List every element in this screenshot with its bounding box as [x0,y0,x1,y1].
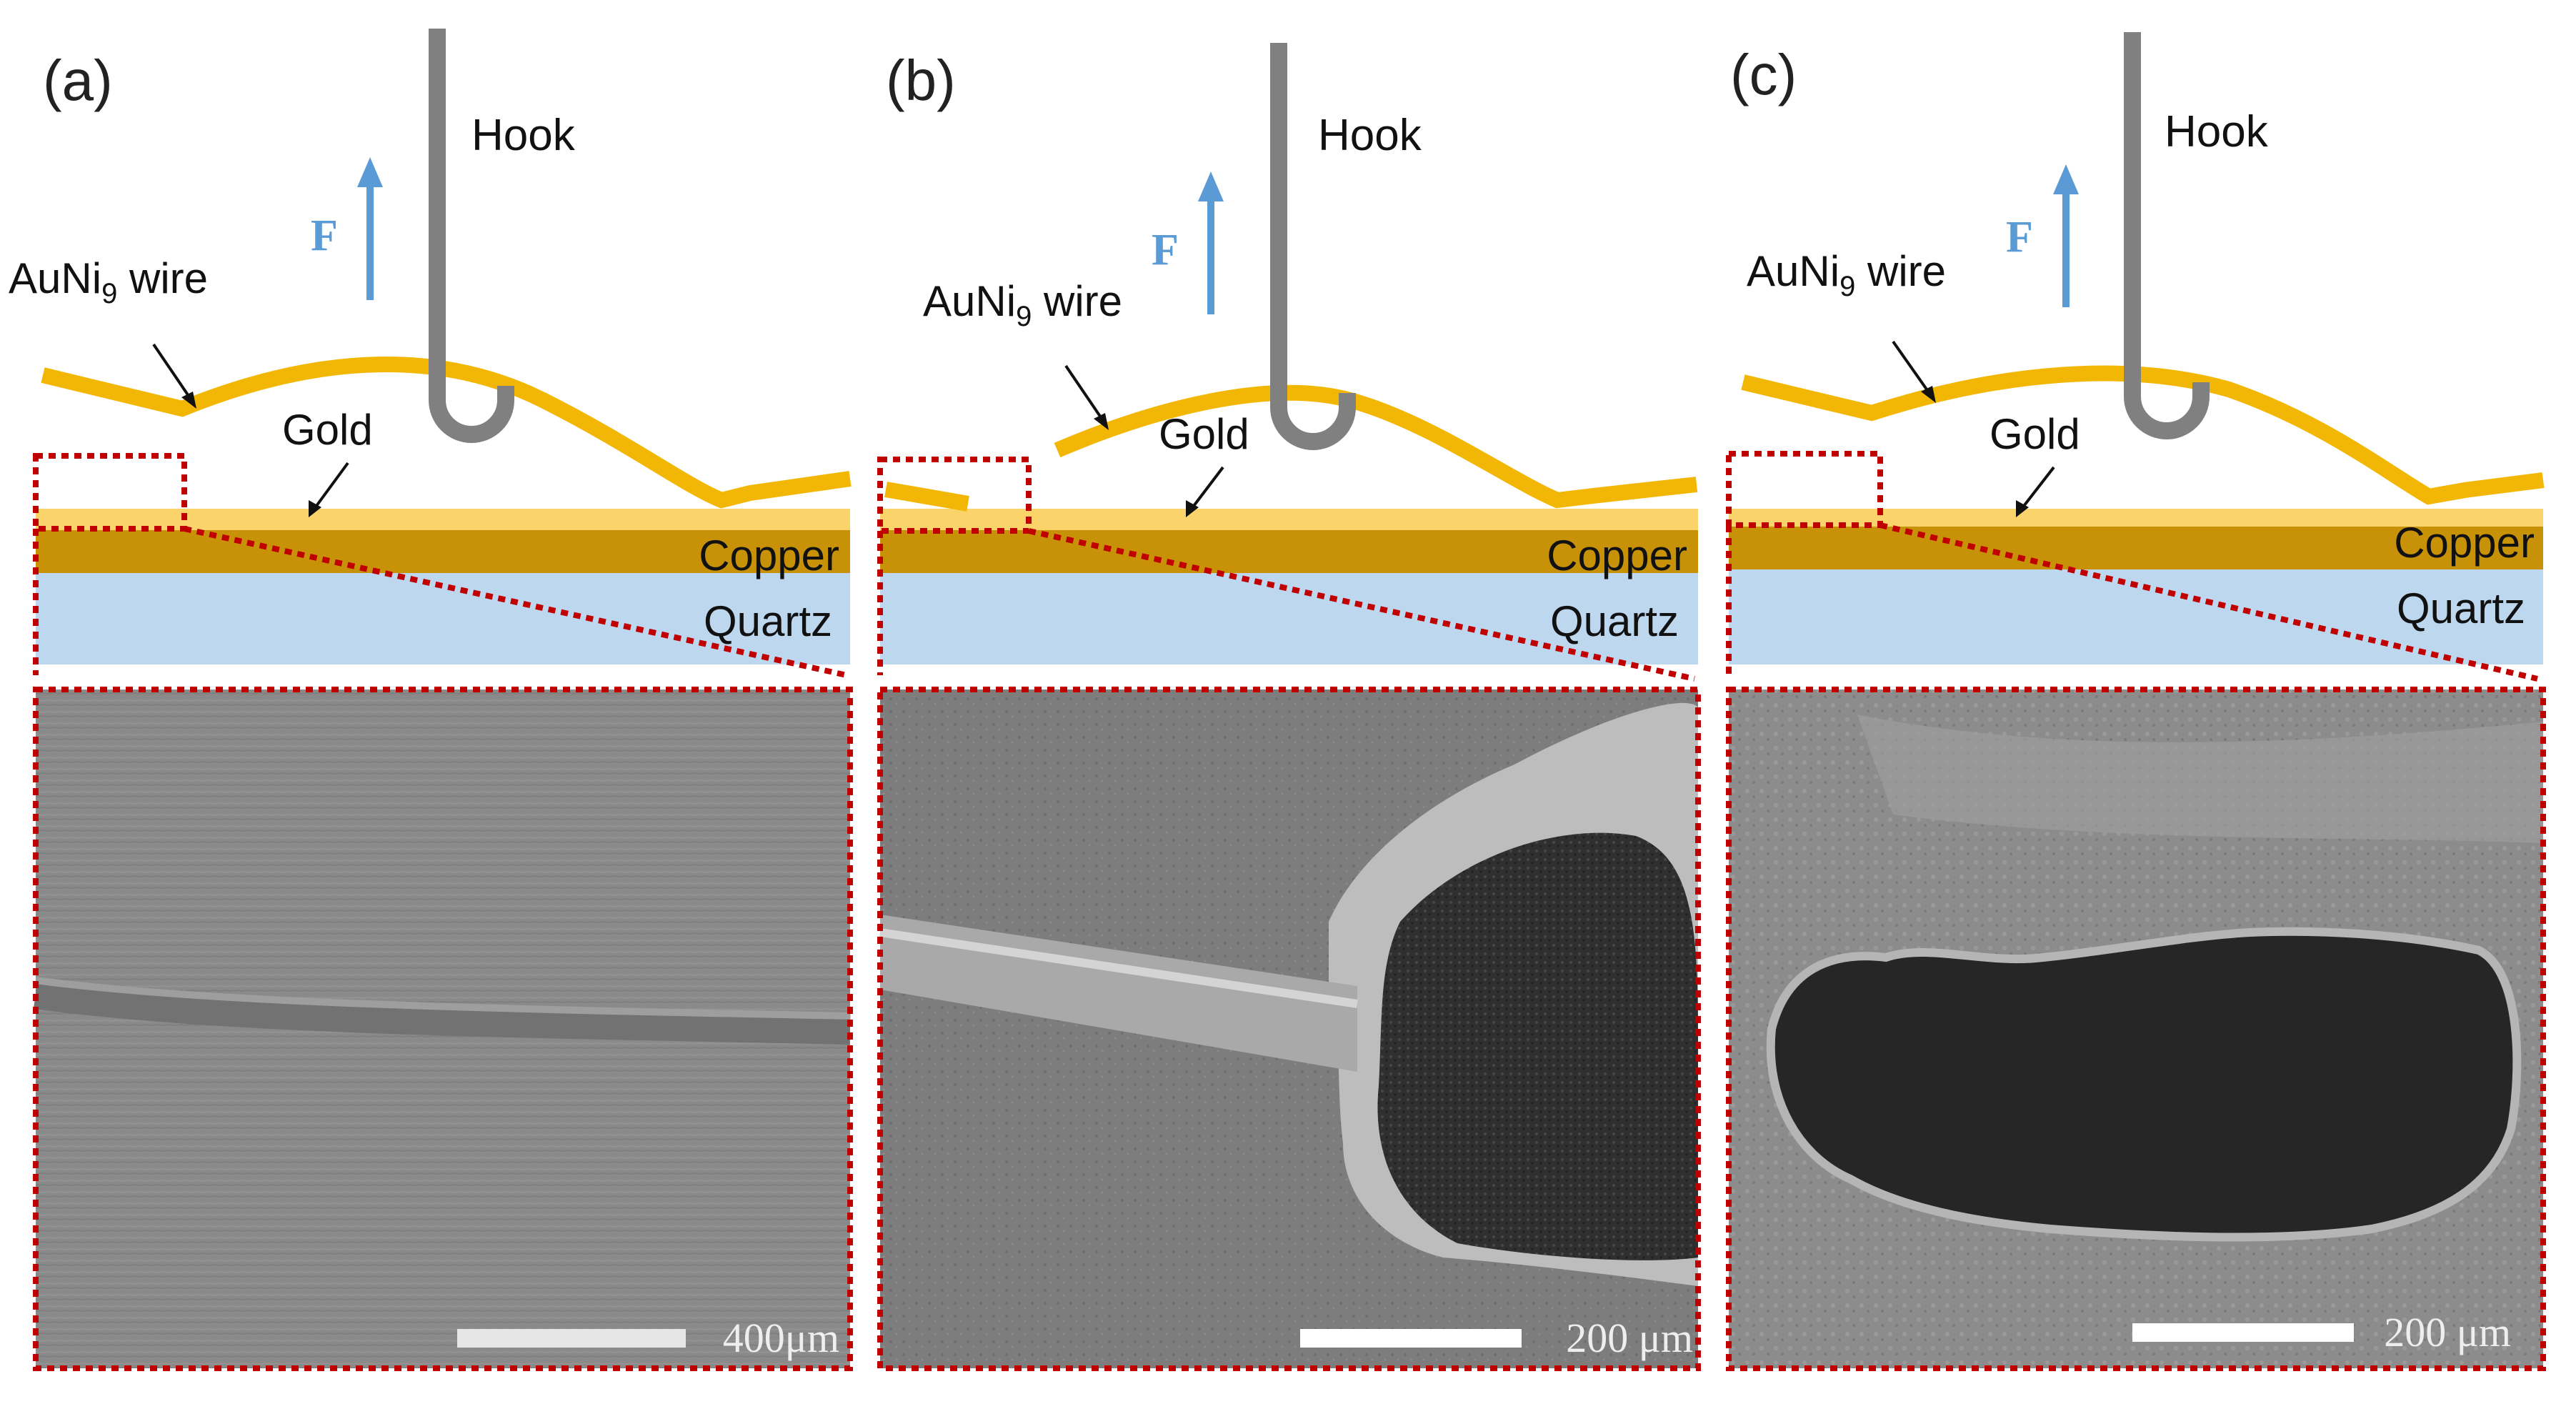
sem-wire-track [33,977,851,1045]
wire-pointer-head [181,392,196,409]
panel-b: (b) Copper Quartz Hook F AuNi9 wire Gold… [877,43,1701,1371]
gold-pointer-head [2016,500,2029,517]
gold-label: Gold [282,406,373,454]
copper-label: Copper [2394,519,2535,567]
wire-label: AuNi9 wire [923,277,1122,332]
force-arrowhead [1198,171,1224,201]
gold-pointer [2020,466,2055,510]
sem-fracture-crater [1377,832,1698,1260]
callout-line-right [184,526,847,678]
copper-layer [36,529,850,573]
force-arrowhead [357,157,383,187]
auni9-wire [1741,365,2545,505]
force-arrowhead [2053,164,2079,194]
panel-label: (c) [1730,43,1797,106]
panel-label: (b) [886,49,956,112]
quartz-label: Quartz [2397,584,2525,632]
hook [2124,32,2210,439]
scale-bar-label: 400μm [723,1315,839,1361]
wire-label: AuNi9 wire [1747,247,1946,302]
wire-pointer-head [1921,386,1936,403]
copper-label: Copper [699,532,839,579]
sem-void-rim [1766,927,2522,1242]
wire-pointer [1892,340,1932,396]
wire-stub [884,482,969,512]
gold-pointer-head [309,500,321,517]
hook-label: Hook [471,111,576,160]
copper-layer [1729,525,2543,569]
hook-label: Hook [1318,111,1422,160]
sem-rough-band [1857,715,2543,843]
callout-line-right [1028,528,1695,682]
hook [1270,43,1356,450]
scale-bar [457,1329,686,1348]
sem-wire-highlight [879,928,1358,1008]
panel-a: (a) Copper Quartz Hook F AuNi9 wire Gold [9,29,853,1371]
hook-label: Hook [2165,107,2269,156]
gold-pointer [1190,466,1224,510]
callout-box [877,457,1032,534]
gold-pointer-head [1186,500,1199,517]
wire-pointer-head [1094,413,1109,430]
gold-label: Gold [1159,410,1249,458]
sem-frame [877,687,1701,1371]
scale-bar [2132,1323,2354,1342]
wire-pointer [1064,364,1105,423]
sem-void [1770,931,2517,1238]
callout-box [33,453,187,532]
copper-layer [880,529,1698,573]
force-label: F [2006,213,2033,262]
quartz-label: Quartz [704,597,832,645]
callout-box [1726,451,1883,528]
force-label: F [1152,226,1179,274]
gold-layer [880,509,1698,530]
scale-bar [1300,1329,1522,1348]
copper-label: Copper [1547,532,1687,579]
auni9-wire [1054,384,1698,509]
gold-pointer [313,462,349,510]
scale-bar-label: 200 μm [2384,1309,2511,1355]
sem-wire-highlight [35,977,851,1020]
force-label: F [311,211,338,260]
panel-c: (c) Copper Quartz Hook F AuNi9 wire Gold… [1726,32,2546,1371]
panel-label: (a) [43,49,113,112]
hook [429,29,514,443]
wire-pointer [152,343,193,402]
quartz-label: Quartz [1550,597,1679,645]
callout-line-right [1879,522,2538,682]
quartz-layer [36,572,850,664]
scale-bar-label: 200 μm [1566,1315,1693,1361]
gold-label: Gold [1990,410,2080,458]
wire-label: AuNi9 wire [9,254,208,309]
